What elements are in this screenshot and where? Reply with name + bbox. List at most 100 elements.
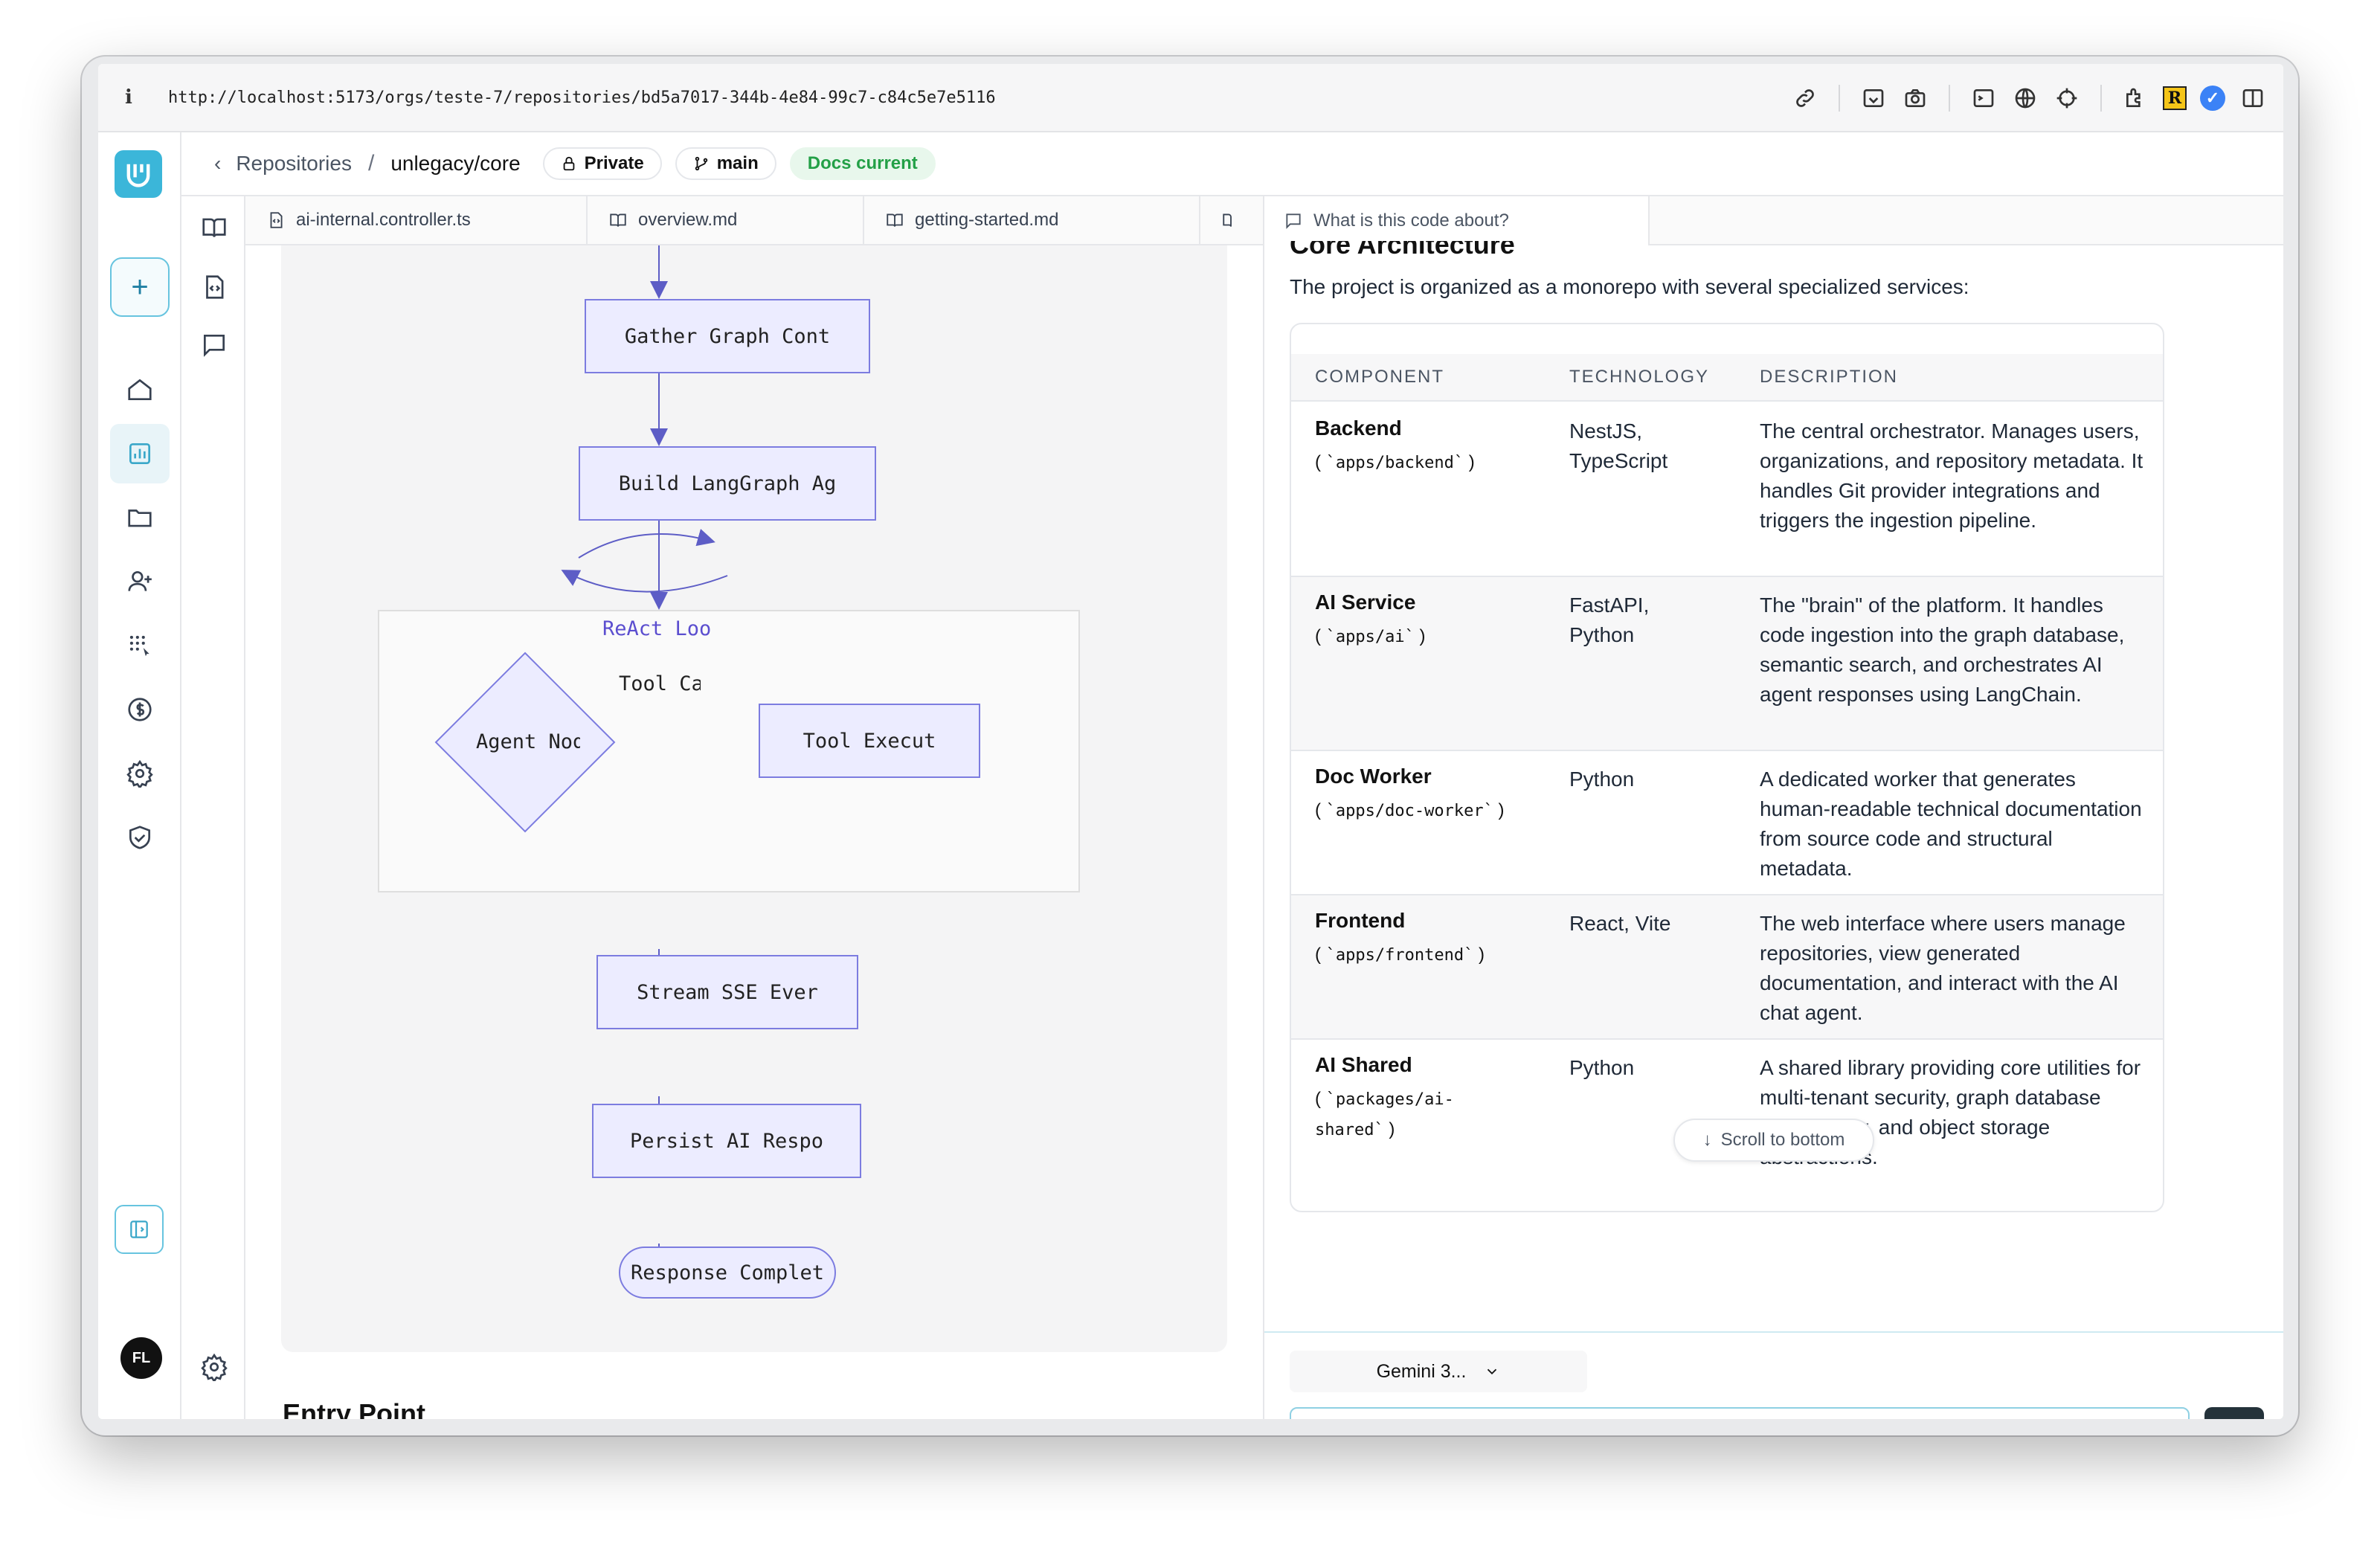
section-heading: Entry Point xyxy=(283,1398,426,1419)
chat-input[interactable] xyxy=(1290,1407,2190,1419)
tab-getting-started[interactable]: getting-started.md xyxy=(864,196,1200,244)
terminal-icon[interactable] xyxy=(1969,84,1998,112)
tab-label: getting-started.md xyxy=(915,210,1059,230)
component-description: The "brain" of the platform. It handles … xyxy=(1760,594,2125,706)
grid-dots-icon[interactable] xyxy=(118,623,162,668)
component-name: Frontend xyxy=(1315,909,1406,932)
composer-divider xyxy=(1264,1331,2283,1419)
branch-icon xyxy=(695,156,707,171)
private-badge: Private xyxy=(542,147,662,180)
add-user-icon[interactable] xyxy=(118,559,162,604)
breadcrumb[interactable]: ‹ Repositories xyxy=(214,152,352,176)
extension-check-icon[interactable]: ✓ xyxy=(2200,86,2225,111)
toolbar-divider xyxy=(2100,85,2102,112)
table-row: AI Service ( `apps/ai` ) FastAPI, Python… xyxy=(1291,577,2163,751)
info-icon[interactable]: i xyxy=(125,86,132,109)
table-row: Backend ( `apps/backend` ) NestJS, TypeS… xyxy=(1291,403,2163,577)
private-label: Private xyxy=(584,153,644,173)
book-icon[interactable] xyxy=(192,205,237,250)
settings-icon[interactable] xyxy=(118,751,162,796)
table-header: COMPONENT TECHNOLOGY DESCRIPTION xyxy=(1291,354,2163,402)
home-icon[interactable] xyxy=(118,367,162,412)
tab-label: ai-internal.controller.ts xyxy=(296,210,471,230)
component-description: The central orchestrator. Manages users,… xyxy=(1760,419,2143,532)
lock-icon xyxy=(563,156,574,171)
url-text[interactable]: http://localhost:5173/orgs/teste-7/repos… xyxy=(168,88,996,107)
settings-icon[interactable] xyxy=(192,1345,237,1389)
component-path: ( `apps/ai` ) xyxy=(1315,626,1426,646)
scroll-to-bottom-label: Scroll to bottom xyxy=(1720,1130,1845,1150)
component-path: ( `apps/frontend` ) xyxy=(1315,945,1485,965)
tab-overview[interactable]: overview.md xyxy=(588,196,864,244)
node-persist-ai: Persist AI Respo xyxy=(592,1104,861,1178)
secondary-sidebar xyxy=(181,196,245,1419)
scroll-to-bottom-button[interactable]: ↓ Scroll to bottom xyxy=(1673,1119,1874,1162)
globe-icon[interactable] xyxy=(2011,84,2039,112)
component-technology: Python xyxy=(1569,1056,1635,1079)
tab-overflow[interactable] xyxy=(1200,196,1264,244)
chat-intro-text: The project is organized as a monorepo w… xyxy=(1290,275,1969,298)
branch-selector[interactable]: main xyxy=(675,147,776,180)
docs-status-badge: Docs current xyxy=(789,147,936,180)
new-button[interactable]: + xyxy=(110,257,170,317)
component-description: A dedicated worker that generates human-… xyxy=(1760,768,2142,880)
chat-icon[interactable] xyxy=(192,323,237,367)
column-header: DESCRIPTION xyxy=(1760,367,1899,387)
code-file-icon[interactable] xyxy=(192,265,237,309)
node-build-langgraph: Build LangGraph Ag xyxy=(579,446,876,521)
tab-chat[interactable]: What is this code about? xyxy=(1264,196,1650,245)
flow-diagram: Gather Graph Cont Build LangGraph Ag ReA… xyxy=(281,245,1227,1352)
component-path: ( `apps/doc-worker` ) xyxy=(1315,800,1505,820)
book-icon xyxy=(610,213,626,227)
repo-header: ‹ Repositories / unlegacy/core Private m… xyxy=(181,132,2283,196)
tab-ai-internal-controller[interactable]: ai-internal.controller.ts xyxy=(245,196,588,244)
component-path: ( `packages/ai-shared` ) xyxy=(1315,1089,1454,1139)
avatar[interactable]: FL xyxy=(120,1337,162,1379)
model-select[interactable]: Gemini 3... xyxy=(1290,1351,1587,1392)
billing-icon[interactable] xyxy=(118,687,162,732)
address-bar: i http://localhost:5173/orgs/teste-7/rep… xyxy=(98,64,2283,132)
component-path: ( `apps/backend` ) xyxy=(1315,452,1475,472)
branch-label: main xyxy=(716,153,759,173)
node-response-complete: Response Complet xyxy=(619,1247,836,1299)
breadcrumb-separator: / xyxy=(367,151,375,176)
code-file-icon xyxy=(270,212,283,228)
react-loop-label: ReAct Loo xyxy=(602,617,712,640)
sidebar-toggle-icon[interactable] xyxy=(2239,84,2267,112)
breadcrumb-repositories[interactable]: Repositories xyxy=(236,152,352,175)
chat-pane: What is this code about? Core Architectu… xyxy=(1264,196,2283,1419)
extensions-icon[interactable] xyxy=(2121,84,2149,112)
tab-label: overview.md xyxy=(638,210,738,230)
section-heading: Core Architecture xyxy=(1290,229,1515,260)
node-tool-executor: Tool Execut xyxy=(759,704,980,778)
components-table: COMPONENT TECHNOLOGY DESCRIPTION Backend… xyxy=(1290,323,2164,1212)
book-icon xyxy=(887,213,903,227)
document-pane[interactable]: Gather Graph Cont Build LangGraph Ag ReA… xyxy=(245,245,1264,1419)
component-technology: FastAPI, Python xyxy=(1569,594,1650,646)
screenshot-icon[interactable] xyxy=(1859,84,1888,112)
chevron-down-icon xyxy=(1488,1368,1497,1375)
component-name: AI Service xyxy=(1315,591,1416,614)
tab-label: What is this code about? xyxy=(1313,210,1509,231)
crosshair-icon[interactable] xyxy=(2053,84,2081,112)
arrow-down-icon: ↓ xyxy=(1702,1130,1712,1150)
camera-icon[interactable] xyxy=(1901,84,1929,112)
send-button[interactable] xyxy=(2204,1407,2264,1419)
edge-label-tool-call: Tool Ca xyxy=(619,672,701,695)
node-agent: Agent Nod xyxy=(476,730,580,753)
extension-r-icon[interactable]: R xyxy=(2163,86,2187,110)
collapse-sidebar-icon[interactable] xyxy=(115,1205,164,1254)
chevron-left-icon[interactable]: ‹ xyxy=(214,152,222,175)
app-logo[interactable] xyxy=(115,150,162,198)
toolbar-divider xyxy=(1949,85,1950,112)
book-icon xyxy=(1223,213,1232,227)
folder-icon[interactable] xyxy=(118,495,162,540)
component-name: AI Shared xyxy=(1315,1053,1412,1076)
link-icon[interactable] xyxy=(1791,84,1819,112)
component-technology: Python xyxy=(1569,768,1635,791)
app-sidebar: + FL xyxy=(98,132,181,1419)
analytics-icon[interactable] xyxy=(110,424,170,483)
node-agent-shape xyxy=(434,652,616,833)
shield-icon[interactable] xyxy=(118,815,162,860)
column-header: TECHNOLOGY xyxy=(1569,367,1710,387)
